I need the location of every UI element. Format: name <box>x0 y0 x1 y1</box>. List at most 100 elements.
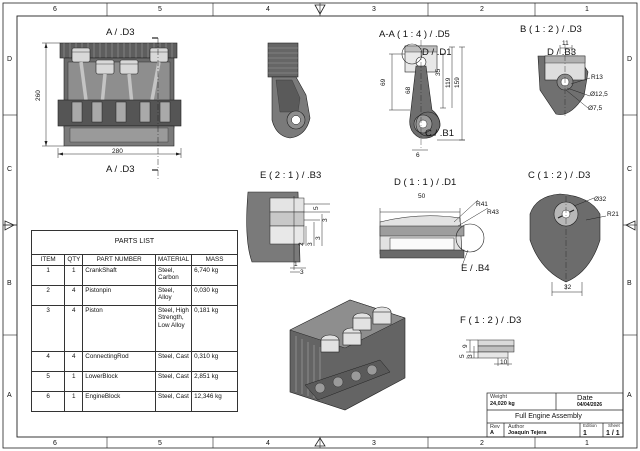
table-row: 6 1 EngineBlock Steel, Cast 12,346 kg <box>30 390 238 412</box>
detail-d-dim-r41: R41 <box>476 201 488 208</box>
detail-e-dim-3a: 3 <box>322 218 329 222</box>
section-aa-dim-6: 6 <box>416 152 420 159</box>
zone-right-c: C <box>627 166 633 173</box>
zone-left-c: C <box>7 166 13 173</box>
detail-f-dim-9: 9 <box>462 344 469 348</box>
side-view-geometry <box>267 42 311 139</box>
cell-mass: 6,740 kg <box>191 264 238 286</box>
col-material: MATERIAL <box>155 254 193 266</box>
col-mass: MASS <box>191 254 238 266</box>
view-a-dim-height: 260 <box>35 90 42 101</box>
cell-part: CrankShaft <box>82 264 157 286</box>
detail-e-dim-3b: 3 <box>315 236 322 240</box>
detail-b-dim-11: 11 <box>562 40 569 47</box>
detail-e-label: E ( 2 : 1 ) / .B3 <box>260 170 322 181</box>
zone-right-d: D <box>627 56 633 63</box>
rev-value: A <box>490 430 494 436</box>
cell-mass: 12,346 kg <box>191 390 238 412</box>
cell-part: EngineBlock <box>82 390 157 412</box>
detail-f-geometry <box>466 339 515 366</box>
cell-part: LowerBlock <box>82 370 157 392</box>
parts-list-table: PARTS LIST ITEM QTY PART NUMBER MATERIAL… <box>30 230 238 412</box>
detail-c-dim-d32: Ø32 <box>594 196 607 203</box>
cell-qty: 4 <box>64 304 84 352</box>
zone-bottom-5: 5 <box>158 440 162 447</box>
zone-bottom-3: 3 <box>372 440 376 447</box>
weight-value: 24,020 kg <box>490 401 515 407</box>
detail-c-dim-32: 32 <box>564 284 572 291</box>
weight-label: Weight <box>490 394 508 400</box>
zone-bottom-4: 4 <box>266 440 270 447</box>
date-value: 04/04/2026 <box>577 402 603 408</box>
zone-top-4: 4 <box>266 6 270 13</box>
detail-c-dim-r21: R21 <box>607 211 619 218</box>
detail-b-dim-r13: R13 <box>591 74 603 81</box>
zone-top-3: 3 <box>372 6 376 13</box>
section-aa-dim-35: 35 <box>435 68 442 76</box>
cell-qty: 1 <box>64 370 84 392</box>
view-a-label-top: A / .D3 <box>106 27 135 38</box>
view-a-dimlines <box>42 37 182 180</box>
cell-item: 2 <box>30 284 66 306</box>
parts-list-title: PARTS LIST <box>31 230 238 255</box>
date-label: Date <box>577 393 593 402</box>
detail-d-sub: E / .B4 <box>461 263 490 274</box>
view-a-geometry <box>57 42 182 147</box>
col-part-number: PART NUMBER <box>82 254 157 266</box>
col-item: ITEM <box>30 254 66 266</box>
table-row: 3 4 Piston Steel, High Strength, Low All… <box>30 304 238 352</box>
cell-mass: 0,030 kg <box>191 284 238 306</box>
cell-part: Pistonpin <box>82 284 157 306</box>
zone-bottom-1: 1 <box>585 440 589 447</box>
parts-list-header-row: ITEM QTY PART NUMBER MATERIAL MASS <box>30 254 238 266</box>
detail-d-geometry <box>379 199 489 267</box>
cell-item: 5 <box>30 370 66 392</box>
zone-left-b: B <box>7 280 12 287</box>
author-value: Joaquín Tejera <box>508 430 547 436</box>
cell-material: Steel, Cast <box>155 350 193 372</box>
detail-b-dim-d75: Ø7,5 <box>588 105 603 112</box>
detail-e-dim-5: 5 <box>313 206 320 210</box>
section-aa-sub-c: C / .B1 <box>425 128 455 139</box>
detail-f-label: F ( 1 : 2 ) / .D3 <box>460 315 522 326</box>
detail-e-geometry <box>246 191 305 270</box>
cell-item: 6 <box>30 390 66 412</box>
detail-b-geometry <box>537 44 589 118</box>
table-row: 2 4 Pistonpin Steel, Alloy 0,030 kg <box>30 284 238 306</box>
cell-item: 4 <box>30 350 66 372</box>
drawing-title: Full Engine Assembly <box>515 413 582 420</box>
detail-c-geometry <box>529 193 607 296</box>
cell-material: Steel, Cast <box>155 390 193 412</box>
sheet-label: Sheet <box>608 423 620 428</box>
cell-material: Steel, High Strength, Low Alloy <box>155 304 193 352</box>
detail-f-dim-10: 10 <box>500 359 508 366</box>
centering-marks <box>4 4 636 447</box>
zone-top-1: 1 <box>585 6 589 13</box>
detail-d-dim-r43: R43 <box>487 209 499 216</box>
cell-item: 3 <box>30 304 66 352</box>
detail-e-dim-3d: 3 <box>300 269 304 276</box>
cell-part: ConnectingRod <box>82 350 157 372</box>
detail-e-dim-1: 1 <box>294 261 298 268</box>
title-block-frame <box>486 392 624 438</box>
cell-item: 1 <box>30 264 66 286</box>
zone-top-2: 2 <box>480 6 484 13</box>
cell-mass: 0,310 kg <box>191 350 238 372</box>
cell-material: Steel, Carbon <box>155 264 193 286</box>
detail-b-label: B ( 1 : 2 ) / .D3 <box>520 24 582 35</box>
section-aa-dim-68: 68 <box>405 86 412 94</box>
section-aa-dim-69: 69 <box>380 78 387 86</box>
cell-material: Steel, Cast <box>155 370 193 392</box>
detail-b-dim-d125: Ø12,5 <box>590 91 608 98</box>
zone-right-a: A <box>627 392 632 399</box>
cell-mass: 2,851 kg <box>191 370 238 392</box>
detail-b-sub: D / .B3 <box>547 47 577 58</box>
cell-qty: 1 <box>64 390 84 412</box>
section-aa-dimlines <box>389 46 465 151</box>
table-row: 5 1 LowerBlock Steel, Cast 2,851 kg <box>30 370 238 392</box>
section-aa-geometry <box>401 40 441 150</box>
view-a-dim-width: 280 <box>112 148 123 155</box>
edition-value: 1 <box>583 430 587 437</box>
rev-label: Rev <box>490 424 500 430</box>
